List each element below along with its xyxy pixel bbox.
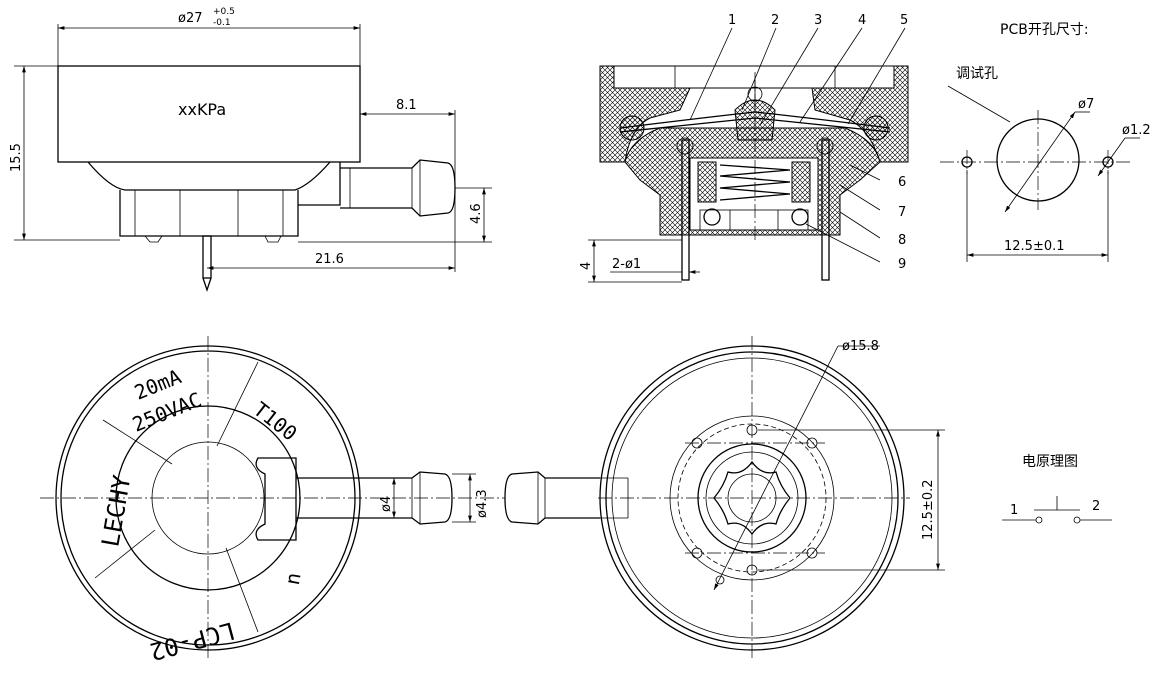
dim-pin-dia: 2-ø1 — [612, 257, 641, 272]
callout-8: 8 — [898, 233, 906, 248]
top-brand: LECHY — [96, 472, 136, 549]
dim-nozzle-len: 8.1 — [396, 98, 417, 113]
top-nozzle — [296, 471, 453, 525]
pcb-title: PCB开孔尺寸: — [1000, 22, 1089, 38]
top-view: ø4 ø4.3 20mA 250VAC T100 LECHY LCP-02 u — [40, 336, 505, 666]
bottom-spacing-dim: 12.5±0.2 — [921, 479, 936, 540]
dim-nozzle-inner: ø4.3 — [475, 489, 490, 518]
top-temp: T100 — [249, 397, 302, 446]
callout-6: 6 — [898, 175, 906, 190]
side-base — [119, 190, 299, 237]
pcb-hole-view: PCB开孔尺寸: 调试孔 ø7 ø1.2 12.5±0.1 — [940, 22, 1151, 262]
dim-tol-upper: +0.5 — [213, 7, 235, 17]
side-view: ø27 +0.5 -0.1 15.5 xxKPa 8.1 4.6 21.6 — [9, 7, 492, 293]
side-label: xxKPa — [178, 100, 226, 119]
bottom-view: ø15.8 12.5±0.2 — [504, 336, 945, 660]
dim-tol-lower: -0.1 — [213, 18, 231, 28]
callout-4: 4 — [858, 13, 866, 28]
dim-nozzle-outer: ø4 — [379, 496, 394, 512]
callout-9: 9 — [898, 257, 906, 272]
callout-5: 5 — [900, 13, 908, 28]
pcb-adjust-hole: 调试孔 — [956, 66, 998, 82]
callout-3: 3 — [814, 13, 822, 28]
bottom-dia-dim: ø15.8 — [842, 339, 879, 354]
pcb-big-hole-dim: ø7 — [1078, 97, 1094, 112]
schematic: 电原理图 1 2 — [1002, 454, 1112, 524]
section-spring — [719, 164, 791, 201]
top-model: LCP-02 — [147, 616, 238, 665]
dim-dia-base: ø27 — [178, 11, 203, 26]
section-view: 1 2 3 4 5 6 7 8 9 4 2-ø1 — [579, 13, 909, 283]
pcb-small-hole-dim: ø1.2 — [1122, 123, 1151, 138]
dim-height: 15.5 — [9, 143, 24, 172]
callout-7: 7 — [898, 205, 906, 220]
side-nozzle — [340, 159, 456, 217]
callout-2: 2 — [771, 13, 779, 28]
schematic-pin1: 1 — [1010, 503, 1018, 518]
dim-pin-len: 4 — [579, 262, 594, 270]
top-mark: u — [283, 571, 309, 587]
section-pin-right — [821, 139, 830, 281]
schematic-title: 电原理图 — [1022, 454, 1078, 470]
dim-nozzle-height: 4.6 — [469, 203, 484, 224]
dim-pin-dist: 21.6 — [315, 252, 344, 267]
pcb-spacing-dim: 12.5±0.1 — [1004, 239, 1065, 254]
callout-1: 1 — [728, 13, 736, 28]
bottom-nozzle — [504, 471, 600, 525]
section-pin-left — [681, 139, 690, 281]
schematic-pin2: 2 — [1092, 499, 1100, 514]
side-pin — [202, 235, 212, 279]
